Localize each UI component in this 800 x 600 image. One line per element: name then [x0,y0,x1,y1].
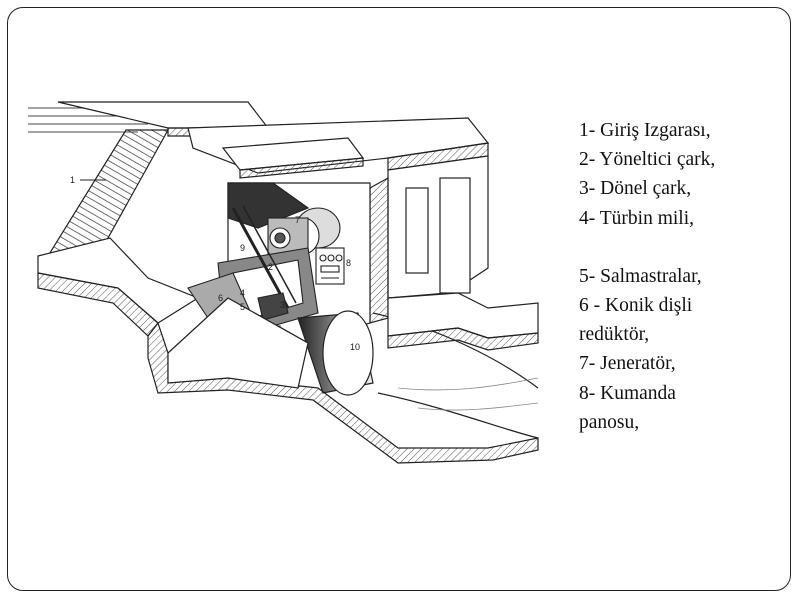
legend-item-3: 3- Dönel çark, [579,178,692,200]
turbine-assembly [187,205,319,339]
foundation [147,297,539,464]
part-label-7: 7 [295,215,300,225]
part-label-9: 9 [240,243,245,253]
legend-item-7: 7- Jeneratör, [579,353,676,375]
powerhouse-roof [187,117,490,179]
part-label-6: 6 [218,293,223,303]
part-label-8: 8 [346,258,351,268]
intake-embankment [37,237,200,337]
legend-item-1: 1- Giriş Izgarası, [579,120,711,141]
control-panel [315,247,345,285]
part-label-1: 1 [70,175,75,185]
legend-spacer [579,233,789,262]
legend-item-2: 2- Yöneltici çark, [579,149,716,171]
part-labels: 1 2 3 4 5 6 7 8 9 10 [70,175,360,352]
part-label-4: 4 [240,288,245,298]
part-label-2: 2 [268,262,273,272]
turbine-cross-section-diagram: 1 2 3 4 5 6 7 8 9 10 [28,101,539,464]
legend-item-5: 5- Salmastralar, [579,265,702,287]
legend-item-8: 8- Kumanda panosu, [579,382,676,433]
intake-trash-rack [46,129,170,257]
parts-legend: 1- Giriş Izgarası, 2- Yöneltici çark, 3-… [579,116,789,437]
part-label-10: 10 [350,342,360,352]
tailwater [397,377,539,411]
slide: 1 2 3 4 5 6 7 8 9 10 1- Giriş Izgarası, … [7,7,791,591]
right-steps [387,292,539,351]
legend-item-6: 6 - Konik dişli redüktör, [579,295,693,346]
part-label-3: 3 [280,300,285,310]
part-label-5: 5 [240,302,245,312]
powerhouse-wall [369,155,489,324]
legend-item-4: 4- Türbin mili, [579,207,695,229]
draft-tube [297,310,539,439]
